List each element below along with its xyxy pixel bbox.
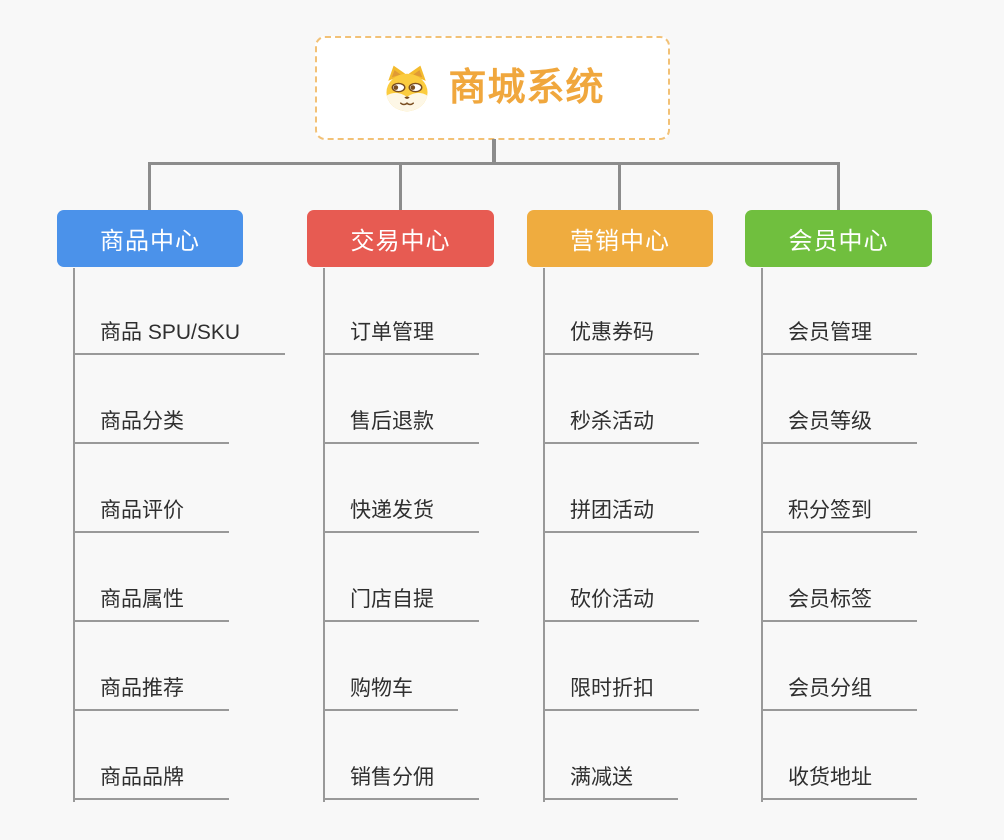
root-connector-stub: [492, 139, 496, 163]
leaf-item[interactable]: 优惠券码: [543, 320, 699, 355]
column-trunk-line: [73, 268, 75, 802]
dog-face-icon: [386, 65, 429, 112]
leaf-item[interactable]: 商品属性: [73, 587, 229, 622]
root-title: 商城系统: [448, 67, 605, 109]
leaf-item[interactable]: 商品品牌: [73, 765, 229, 800]
leaf-item[interactable]: 商品推荐: [73, 676, 229, 711]
column-trunk-line: [323, 268, 325, 802]
leaf-item[interactable]: 满减送: [543, 765, 678, 800]
leaf-item[interactable]: 门店自提: [323, 587, 479, 622]
branch-node-marketing-center[interactable]: 营销中心: [527, 210, 713, 267]
leaf-item[interactable]: 会员管理: [761, 320, 917, 355]
leaf-item[interactable]: 销售分佣: [323, 765, 479, 800]
leaf-item[interactable]: 商品分类: [73, 409, 229, 444]
leaf-item[interactable]: 会员标签: [761, 587, 917, 622]
leaf-item[interactable]: 秒杀活动: [543, 409, 699, 444]
branch-column-trade: 订单管理 售后退款 快递发货 门店自提 购物车 销售分佣: [323, 268, 593, 808]
branch-column-product: 商品 SPU/SKU 商品分类 商品评价 商品属性 商品推荐 商品品牌: [73, 268, 343, 808]
leaf-item[interactable]: 购物车: [323, 676, 458, 711]
leaf-item[interactable]: 限时折扣: [543, 676, 699, 711]
root-node[interactable]: 商城系统: [315, 36, 670, 140]
branch-bus-line: [148, 162, 840, 165]
branch-drop-line: [837, 162, 840, 210]
leaf-item[interactable]: 商品 SPU/SKU: [73, 320, 286, 355]
leaf-item[interactable]: 商品评价: [73, 498, 229, 533]
branch-node-trade-center[interactable]: 交易中心: [307, 210, 494, 267]
leaf-item[interactable]: 收货地址: [761, 765, 917, 800]
leaf-item[interactable]: 售后退款: [323, 409, 479, 444]
branch-drop-line: [148, 162, 151, 210]
leaf-item[interactable]: 订单管理: [323, 320, 479, 355]
branch-node-product-center[interactable]: 商品中心: [57, 210, 243, 267]
branch-node-member-center[interactable]: 会员中心: [745, 210, 932, 267]
branch-column-member: 会员管理 会员等级 积分签到 会员标签 会员分组 收货地址: [761, 268, 1004, 808]
column-trunk-line: [761, 268, 763, 802]
branch-drop-line: [399, 162, 402, 210]
leaf-item[interactable]: 会员等级: [761, 409, 917, 444]
leaf-item[interactable]: 积分签到: [761, 498, 917, 533]
leaf-item[interactable]: 砍价活动: [543, 587, 699, 622]
column-trunk-line: [543, 268, 545, 802]
leaf-item[interactable]: 快递发货: [323, 498, 479, 533]
leaf-item[interactable]: 拼团活动: [543, 498, 699, 533]
branch-drop-line: [618, 162, 621, 210]
leaf-item[interactable]: 会员分组: [761, 676, 917, 711]
branch-column-marketing: 优惠券码 秒杀活动 拼团活动 砍价活动 限时折扣 满减送: [543, 268, 813, 808]
